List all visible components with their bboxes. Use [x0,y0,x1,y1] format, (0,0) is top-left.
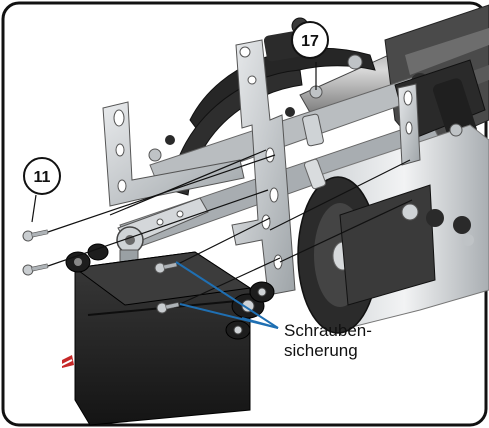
center-bracket [231,39,296,296]
thread-lock-note: Schrauben- sicherung [284,321,372,362]
screws-11 [22,229,49,276]
small-hardware [148,85,463,190]
drivetrain-assembly [119,4,489,251]
thread-lock-note-line2: sicherung [284,341,358,361]
right-bracket [397,83,421,166]
callout-17-label: 17 [301,33,319,50]
left-bracket [102,101,245,207]
callout-17: 17 [291,21,329,59]
callout-11: 11 [23,157,61,195]
thread-lock-note-line1: Schrauben- [284,321,372,340]
assembly-leader-lines [31,62,413,305]
servo-screws [154,262,180,314]
callout-11-label: 11 [34,169,51,186]
thread-lock-leaders [175,261,279,329]
servo-motor [59,243,275,426]
motor-drum [297,124,489,334]
